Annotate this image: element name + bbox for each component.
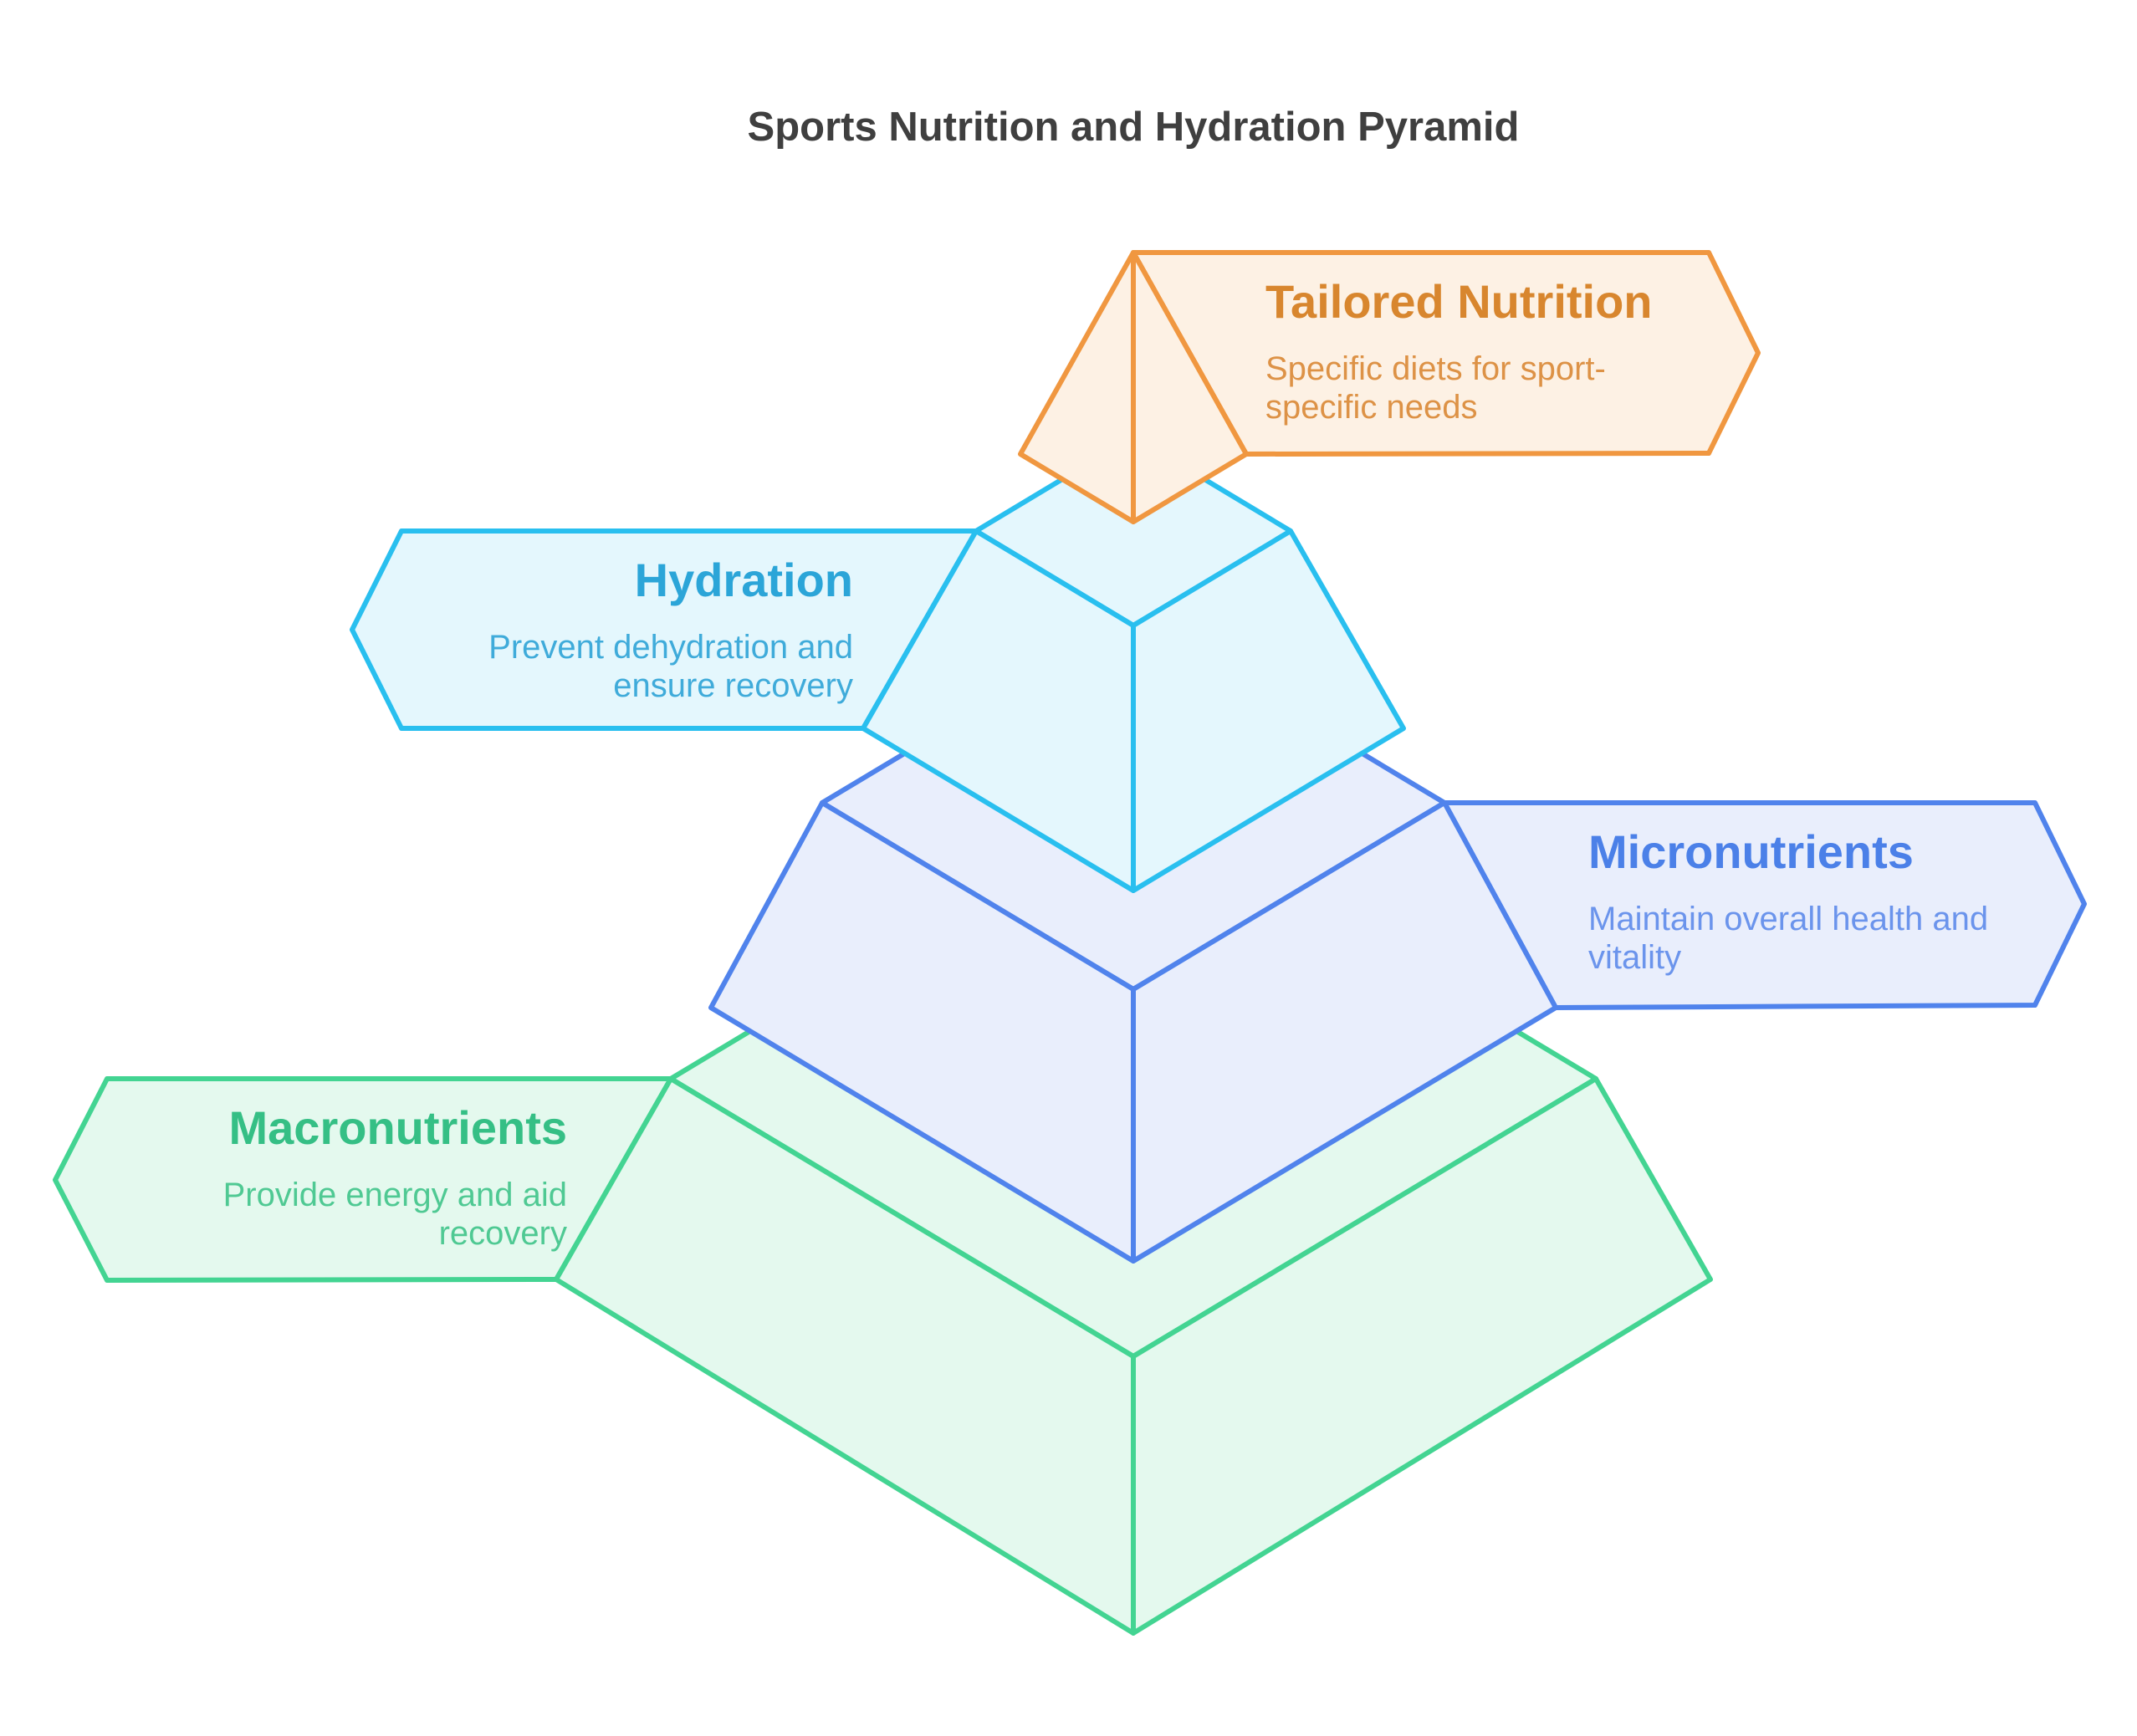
level-title-micronutrients: Micronutrients (1588, 825, 1914, 878)
page-title: Sports Nutrition and Hydration Pyramid (748, 105, 1520, 150)
level-description-micronutrients-line2: vitality (1588, 939, 1681, 976)
level-title-hydration: Hydration (635, 554, 853, 606)
level-description-macronutrients-line1: Provide energy and aid (223, 1177, 567, 1213)
level-description-hydration-line1: Prevent dehydration and (488, 629, 853, 666)
pyramid-right-face-macronutrients (1131, 1076, 1713, 1636)
pyramid-right-face-tailored-nutrition (1131, 250, 1249, 524)
pyramid-left-face-tailored-nutrition (1018, 250, 1136, 524)
level-description-micronutrients-line1: Maintain overall health and (1588, 901, 1988, 937)
level-description-macronutrients-line2: recovery (439, 1215, 567, 1252)
level-description-tailored-nutrition-line2: specific needs (1265, 389, 1477, 426)
level-description-tailored-nutrition-line1: Specific diets for sport- (1265, 350, 1606, 387)
level-tailored-nutrition: Tailored Nutrition Specific diets for sp… (1018, 250, 1761, 524)
pyramid-right-face-micronutrients (1131, 800, 1558, 1264)
level-title-macronutrients: Macronutrients (229, 1101, 568, 1154)
level-hydration: Hydration Prevent dehydration and ensure… (350, 434, 1406, 893)
pyramid-right-face-hydration (1131, 528, 1406, 893)
level-description-hydration-line2: ensure recovery (613, 667, 853, 704)
level-title-tailored-nutrition: Tailored Nutrition (1265, 275, 1653, 328)
